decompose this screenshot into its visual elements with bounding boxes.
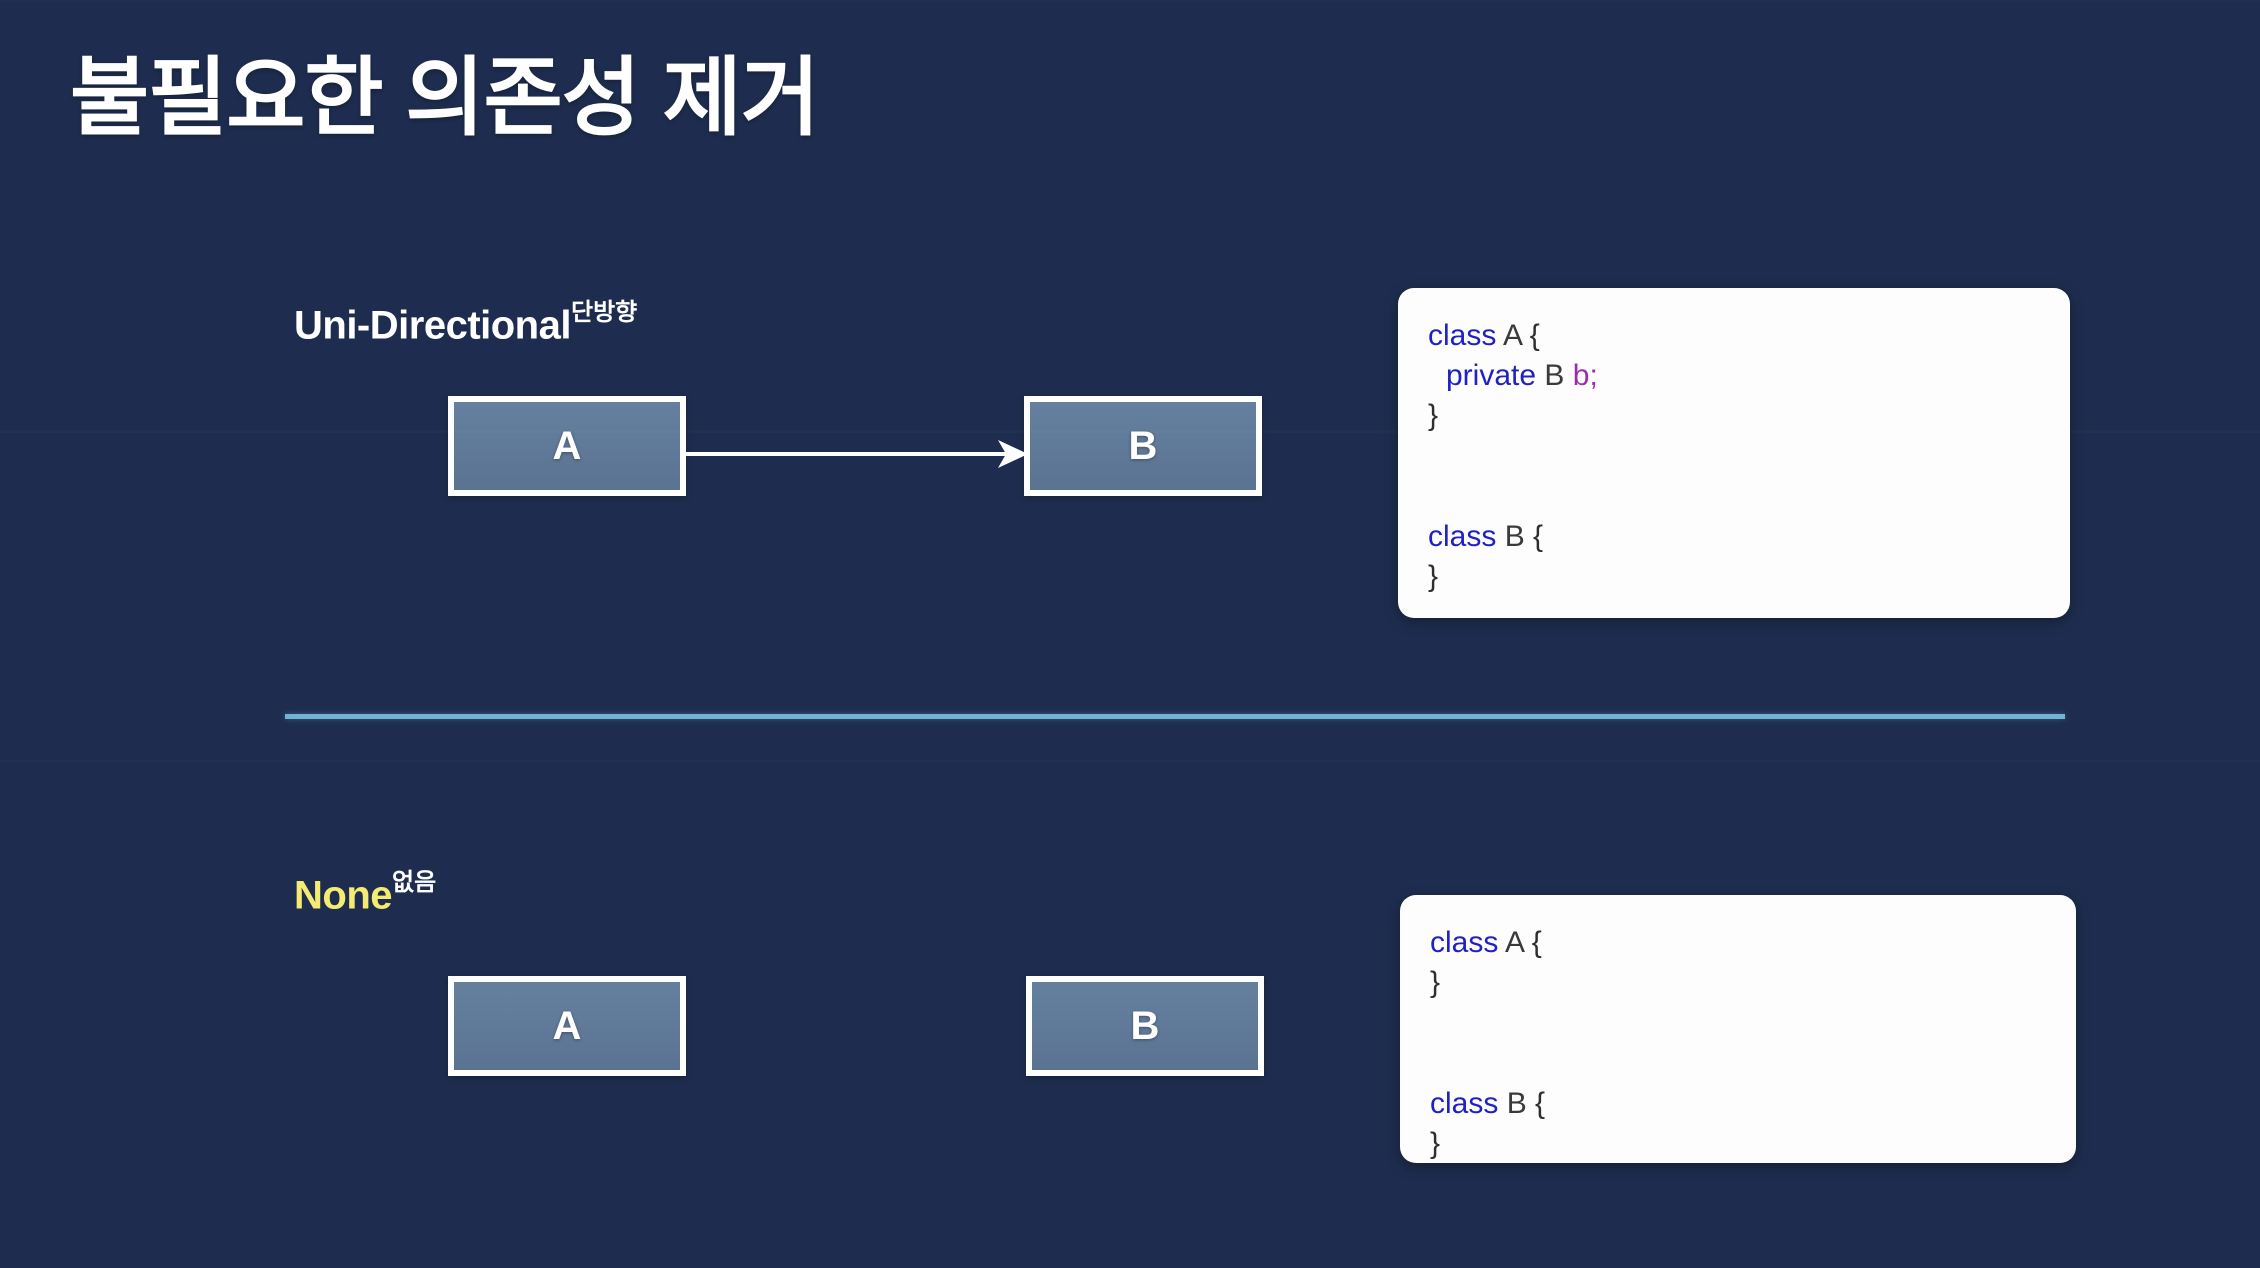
section-label-ruby: 단방향	[570, 299, 638, 326]
code-token: {	[1524, 519, 1544, 553]
code-line: class A {	[1430, 923, 2046, 963]
code-token: class	[1430, 926, 1499, 959]
code-token	[1496, 520, 1504, 553]
section-label-uni-directional: Uni-Directional단방향	[294, 296, 637, 348]
code-token: ;	[1589, 359, 1598, 393]
code-line: }	[1428, 557, 2040, 597]
code-token: }	[1430, 1126, 1441, 1160]
code-token: {	[1526, 1086, 1546, 1120]
code-line: class B {	[1428, 517, 2040, 557]
class-box-label: A	[552, 424, 582, 468]
code-token	[1564, 359, 1572, 392]
code-token: {	[1523, 926, 1542, 959]
class-box-a-none: A	[448, 976, 686, 1076]
class-box-label: B	[1128, 424, 1158, 468]
code-blank-line	[1430, 1003, 2046, 1043]
code-token: B	[1544, 359, 1565, 393]
code-blank-line	[1428, 477, 2040, 517]
code-block: class A {}class B {}	[1430, 923, 2046, 1163]
section-divider	[285, 714, 2065, 719]
code-token: class	[1428, 319, 1497, 352]
code-blank-line	[1428, 437, 2040, 477]
section-label-text: Uni-Directional	[294, 303, 571, 348]
section-label-none: None없음	[294, 866, 436, 918]
class-box-b-uni: B	[1024, 396, 1262, 496]
code-token: {	[1521, 319, 1540, 352]
code-block: class A {private B b;}class B {}	[1428, 316, 2040, 597]
class-box-a-uni: A	[448, 396, 686, 496]
code-token: }	[1428, 399, 1439, 433]
code-token: class	[1428, 519, 1497, 553]
code-token: A	[1505, 926, 1524, 959]
code-card-uni-directional: class A {private B b;}class B {}	[1398, 288, 2070, 618]
code-line: class B {	[1430, 1084, 2046, 1124]
code-token	[1498, 1087, 1506, 1120]
class-box-b-none: B	[1026, 976, 1264, 1076]
code-token: }	[1430, 966, 1441, 1000]
code-token: class	[1430, 1086, 1499, 1120]
section-label-ruby: 없음	[392, 869, 437, 896]
page-title: 불필요한 의존성 제거	[70, 50, 820, 146]
code-token: B	[1506, 1086, 1527, 1120]
class-box-label: A	[552, 1004, 582, 1048]
code-token: }	[1428, 560, 1439, 594]
code-line: class A {	[1428, 316, 2040, 356]
code-line: }	[1430, 1124, 2046, 1163]
code-token: A	[1503, 319, 1522, 352]
code-blank-line	[1430, 1044, 2046, 1084]
code-token: b	[1572, 359, 1590, 393]
class-box-label: B	[1130, 1004, 1160, 1048]
code-token: B	[1504, 519, 1525, 553]
code-token: private	[1446, 359, 1537, 393]
dependency-arrow-icon	[686, 440, 1028, 468]
code-line: private B b;	[1428, 356, 2040, 396]
code-line: }	[1430, 963, 2046, 1003]
section-label-text: None	[294, 873, 393, 918]
code-line: }	[1428, 396, 2040, 436]
code-card-none: class A {}class B {}	[1400, 895, 2076, 1163]
